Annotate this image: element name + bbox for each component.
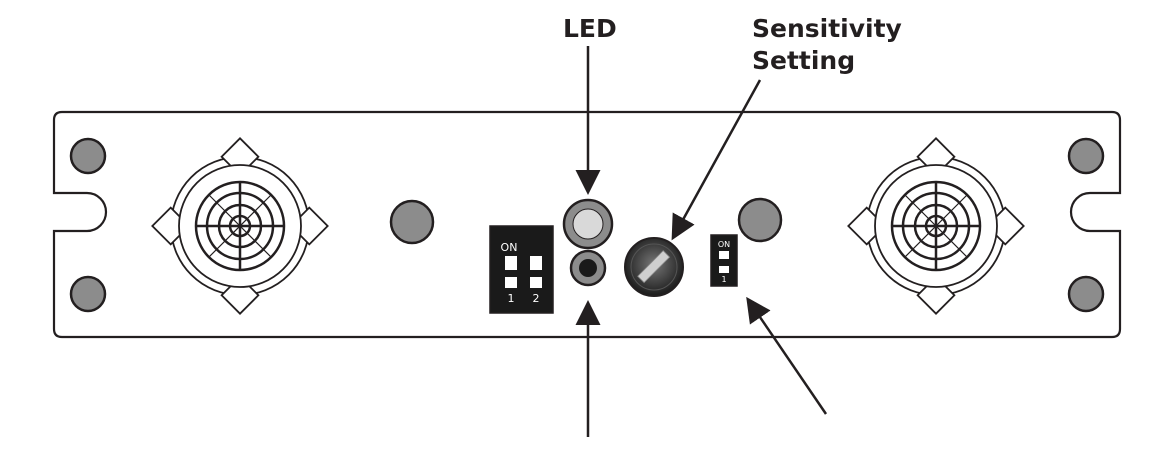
dip-switch[interactable]: ON 1 2 (489, 225, 554, 314)
corner-screw-top-left (69, 137, 107, 175)
corner-screw-bottom-right (1067, 275, 1105, 313)
sensitivity-callout-label-line2: Setting (752, 46, 856, 75)
left-sensor-lens (151, 137, 329, 315)
corner-screw-bottom-left (69, 275, 107, 313)
slide-switch-on-label: ON (718, 240, 730, 249)
inner-screw-right (737, 197, 783, 243)
slide-switch-arrow (746, 296, 828, 415)
inner-screw-left (389, 199, 435, 245)
dip-switch-1-label: 1 (508, 292, 515, 305)
corner-screw-top-right (1067, 137, 1105, 175)
sensitivity-knob[interactable] (624, 237, 684, 297)
slide-switch[interactable]: ON 1 (710, 234, 738, 287)
dip-switch-2-label: 2 (533, 292, 540, 305)
led-callout-label: LED (563, 14, 617, 43)
jack-port-hole (579, 259, 597, 277)
right-sensor-lens (847, 137, 1025, 315)
knob-slot (637, 250, 671, 284)
dip-switch-1-toggle (505, 270, 517, 277)
led-lens (572, 208, 604, 240)
slide-switch-position-label: 1 (721, 275, 726, 284)
sensitivity-arrow (671, 79, 762, 241)
dip-switch-2-toggle (530, 270, 542, 277)
slide-switch-toggle (719, 259, 729, 266)
dip-switch-on-label: ON (501, 241, 518, 254)
sensitivity-callout-label-line1: Sensitivity (752, 14, 902, 43)
